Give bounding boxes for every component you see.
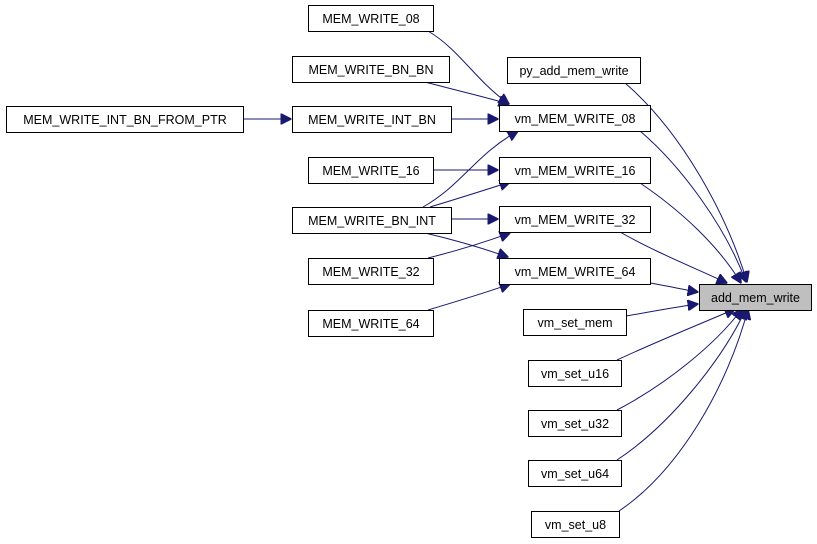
node-box [499, 105, 651, 132]
node-box [292, 56, 450, 83]
node-vm_MEM_WRITE_64[interactable]: vm_MEM_WRITE_64 [499, 258, 651, 285]
edge-vm_set_u32-to-add_mem_write [616, 309, 742, 411]
node-MEM_WRITE_64[interactable]: MEM_WRITE_64 [308, 310, 434, 337]
node-MEM_WRITE_BN_BN[interactable]: MEM_WRITE_BN_BN [292, 56, 450, 83]
node-MEM_WRITE_INT_BN[interactable]: MEM_WRITE_INT_BN [292, 106, 452, 133]
node-box [528, 360, 622, 387]
node-box [528, 460, 622, 487]
node-box [308, 258, 434, 285]
edge-vm_set_u64-to-add_mem_write [616, 309, 746, 461]
node-vm_MEM_WRITE_32[interactable]: vm_MEM_WRITE_32 [499, 206, 651, 233]
node-vm_set_u64[interactable]: vm_set_u64 [528, 460, 622, 487]
node-box [292, 106, 452, 133]
edge-vm_set_u16-to-add_mem_write [616, 309, 735, 361]
node-MEM_WRITE_08[interactable]: MEM_WRITE_08 [308, 5, 434, 32]
node-label: MEM_WRITE_BN_INT [308, 214, 436, 228]
node-MEM_WRITE_INT_BN_FROM_PTR[interactable]: MEM_WRITE_INT_BN_FROM_PTR [6, 106, 244, 133]
node-box [308, 5, 434, 32]
node-vm_set_u8[interactable]: vm_set_u8 [531, 511, 620, 538]
node-label: vm_MEM_WRITE_32 [515, 213, 636, 227]
node-label: MEM_WRITE_08 [322, 12, 419, 26]
edge-vm_set_u8-to-add_mem_write [618, 309, 748, 512]
node-label: MEM_WRITE_32 [322, 265, 419, 279]
edge-vm_MEM_WRITE_32-to-add_mem_write [619, 231, 727, 283]
node-py_add_mem_write[interactable]: py_add_mem_write [507, 57, 641, 84]
node-vm_set_mem[interactable]: vm_set_mem [523, 309, 627, 336]
node-label: vm_set_mem [537, 316, 612, 330]
node-label: py_add_mem_write [519, 64, 628, 78]
node-box [308, 157, 434, 184]
node-box [507, 57, 641, 84]
node-label: vm_set_u16 [541, 367, 609, 381]
node-label: MEM_WRITE_16 [322, 164, 419, 178]
node-box [531, 511, 620, 538]
node-MEM_WRITE_BN_INT[interactable]: MEM_WRITE_BN_INT [292, 207, 452, 234]
node-box [499, 258, 651, 285]
node-vm_set_u32[interactable]: vm_set_u32 [528, 410, 622, 437]
nodes: add_mem_write py_add_mem_write vm_MEM_WRIT… [6, 5, 812, 538]
node-label: vm_MEM_WRITE_64 [515, 265, 636, 279]
node-box [6, 106, 244, 133]
node-box [308, 310, 434, 337]
node-label: vm_set_u8 [545, 518, 606, 532]
node-vm_MEM_WRITE_16[interactable]: vm_MEM_WRITE_16 [499, 157, 651, 184]
node-box [523, 309, 627, 336]
node-box [499, 206, 651, 233]
node-add_mem_write[interactable]: add_mem_write [699, 284, 812, 311]
edge-vm_MEM_WRITE_64-to-add_mem_write [649, 282, 698, 292]
node-box [699, 284, 812, 311]
edge-MEM_WRITE_BN_BN-to-vm_MEM_WRITE_08 [424, 81, 509, 104]
node-vm_set_u16[interactable]: vm_set_u16 [528, 360, 622, 387]
node-label: vm_set_u32 [541, 417, 609, 431]
node-box [499, 157, 651, 184]
node-box [528, 410, 622, 437]
node-label: MEM_WRITE_INT_BN [308, 113, 436, 127]
node-label: add_mem_write [711, 291, 800, 305]
edge-py_add_mem_write-to-add_mem_write [624, 82, 747, 282]
node-label: MEM_WRITE_BN_BN [308, 63, 433, 77]
node-MEM_WRITE_32[interactable]: MEM_WRITE_32 [308, 258, 434, 285]
node-label: MEM_WRITE_INT_BN_FROM_PTR [23, 113, 227, 127]
edge-MEM_WRITE_BN_INT-to-vm_MEM_WRITE_64 [424, 232, 508, 257]
edge-vm_set_mem-to-add_mem_write [625, 304, 698, 317]
edges [243, 30, 748, 512]
node-label: vm_MEM_WRITE_16 [515, 164, 636, 178]
node-label: vm_MEM_WRITE_08 [515, 112, 636, 126]
node-vm_MEM_WRITE_08[interactable]: vm_MEM_WRITE_08 [499, 105, 651, 132]
edge-vm_MEM_WRITE_08-to-add_mem_write [639, 130, 746, 282]
node-MEM_WRITE_16[interactable]: MEM_WRITE_16 [308, 157, 434, 184]
node-label: vm_set_u64 [541, 467, 609, 481]
edge-MEM_WRITE_64-to-vm_MEM_WRITE_64 [427, 284, 510, 311]
edge-vm_MEM_WRITE_16-to-add_mem_write [639, 182, 741, 283]
node-label: MEM_WRITE_64 [322, 317, 419, 331]
edge-MEM_WRITE_BN_INT-to-vm_MEM_WRITE_16 [429, 182, 510, 208]
node-box [292, 207, 452, 234]
